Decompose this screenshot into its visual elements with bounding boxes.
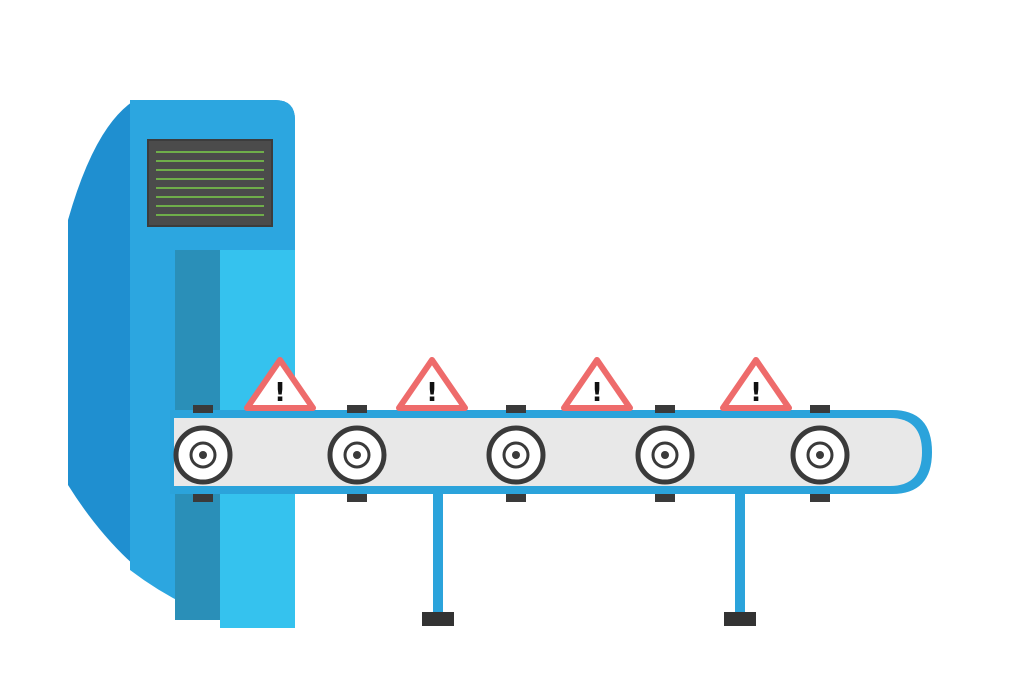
- warning-symbol: !: [750, 378, 762, 408]
- warning-symbol: !: [426, 378, 438, 408]
- belt-clips: [193, 405, 830, 502]
- warning-triangle-icon: !: [561, 357, 633, 411]
- warning-triangle-icon: !: [396, 357, 468, 411]
- leg-foot: [724, 612, 756, 626]
- warning-triangle-icon: !: [244, 357, 316, 411]
- belt-clip-bottom: [506, 494, 526, 502]
- leg-foot: [422, 612, 454, 626]
- belt-clip-bottom: [810, 494, 830, 502]
- belt-clip-bottom: [347, 494, 367, 502]
- warning-signs: !!!!: [244, 357, 792, 411]
- conveyor-leg: [422, 494, 454, 626]
- machine-door-corner: [275, 610, 295, 628]
- belt-clip-top: [506, 405, 526, 413]
- roller-icon: [327, 425, 387, 485]
- belt-clip-top: [347, 405, 367, 413]
- rollers: [173, 425, 850, 485]
- roller-icon: [486, 425, 546, 485]
- belt-clip-bottom: [193, 494, 213, 502]
- conveyor-legs: [422, 494, 756, 626]
- machine-body: [68, 100, 295, 628]
- belt-clip-top: [810, 405, 830, 413]
- vent-grille-icon: [147, 139, 273, 227]
- roller-icon: [790, 425, 850, 485]
- conveyor-leg: [724, 494, 756, 626]
- warning-symbol: !: [274, 378, 286, 408]
- belt-clip-top: [655, 405, 675, 413]
- roller-icon: [635, 425, 695, 485]
- roller-icon: [173, 425, 233, 485]
- warning-triangle-icon: !: [720, 357, 792, 411]
- belt-clip-bottom: [655, 494, 675, 502]
- warning-symbol: !: [591, 378, 603, 408]
- belt-clip-top: [193, 405, 213, 413]
